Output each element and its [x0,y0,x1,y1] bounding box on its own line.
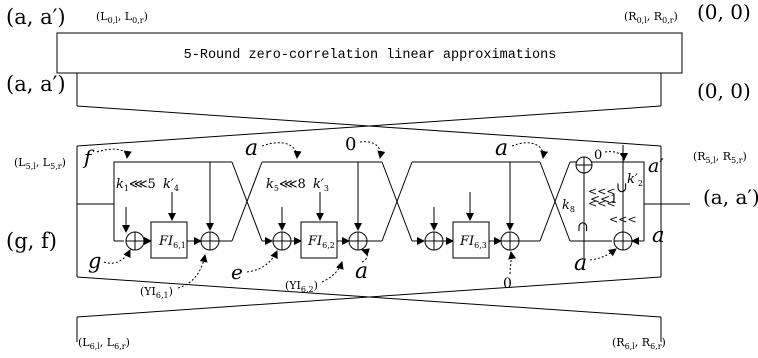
k8-rot: <<1 [590,192,618,206]
yi62-label: (YI6,2) [285,279,318,294]
rot-right: <<< [609,213,637,226]
k1-label: k1⋘5 [116,177,156,193]
rot-left1: <<< [588,185,616,198]
var-a-bottom2: a [574,251,587,276]
yi61-label: (YI6,1) [140,285,173,300]
var-e: e [231,260,243,284]
cross1-b [231,161,263,242]
k4-label: k′4 [163,177,179,193]
var-f: f [82,145,95,169]
rot-left2: <<< [588,197,616,210]
top-right-pair: (0, 0) [697,0,751,24]
var-a-bottom: a [355,259,368,284]
mid-left-pair: (a, a′) [6,72,66,96]
fi63-label: FI6,3 [459,234,487,250]
fi61-label: FI6,1 [158,234,186,250]
right-pair: (a, a′) [703,185,758,209]
bottom-right-lr: (R6,l, R6,r) [612,336,666,351]
banner-text: 5-Round zero-correlation linear approxim… [184,48,557,63]
cross2-b [381,161,413,242]
k3-label: k′3 [313,177,329,193]
fi61-box [150,221,188,259]
var-a-right: a [652,223,665,247]
banner-box [56,32,683,74]
var-0-top: 0 [594,148,602,163]
row5-left-lr: (L5,l, L5,r) [14,156,66,171]
top-right-lr: (R0,l, R0,r) [624,10,678,25]
top-cross-2 [76,105,662,147]
bottom-left-lr: (L6,l, L6,r) [78,336,130,351]
top-left-pair: (a, a′) [6,5,66,29]
var-aprime: a′ [648,155,664,177]
var-a2: a [495,136,508,161]
fi62-box [300,221,338,259]
cup-symbol: ∪ [616,180,628,196]
row5-right-lr: (R5,l, R5,r) [693,150,747,165]
cross3-b [539,161,571,242]
k5-label: k5⋘8 [266,177,306,193]
var-0-bottom: 0 [503,276,512,292]
mid-right-pair: (0, 0) [697,79,751,103]
gf-pair: (g, f) [6,229,57,253]
var-g: g [88,249,101,273]
var-0: 0 [345,134,356,155]
fi62-label: FI6,2 [307,234,335,250]
top-left-lr: (L0,l, L0,r) [96,10,148,25]
k2-label: k′2 [627,172,643,188]
fi63-box [452,221,490,259]
mod4-top-line [570,161,645,204]
k8-label: k8 [562,198,575,214]
cap-symbol: ∩ [577,219,589,235]
var-a1: a [245,136,258,161]
mod1-top-line [113,161,232,204]
bottom-cross-2 [76,276,662,318]
